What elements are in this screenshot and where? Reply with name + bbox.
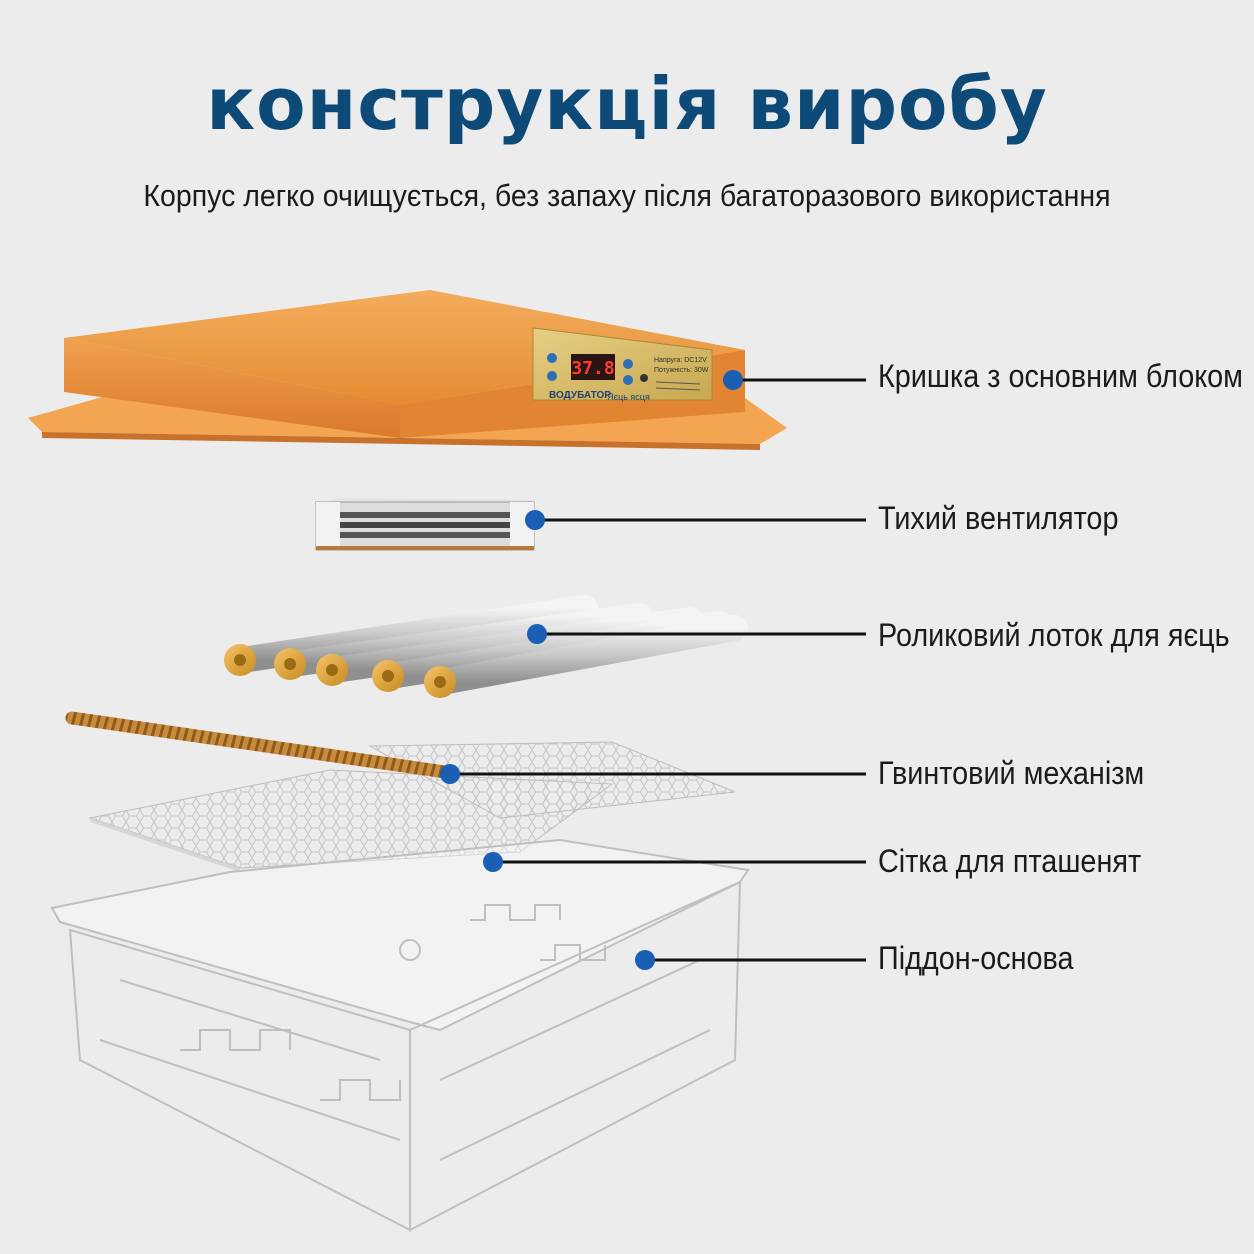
callout-marker-screw <box>440 764 460 784</box>
label-screw: Гвинтовий механізм <box>878 755 1145 791</box>
temperature-display <box>571 354 615 380</box>
callout-marker-base <box>635 950 655 970</box>
label-base: Піддон-основа <box>878 940 1074 976</box>
callout-marker-rollers <box>527 624 547 644</box>
control-panel <box>532 327 713 401</box>
lid-flange-edge <box>42 432 760 450</box>
control-button-icon <box>623 359 633 369</box>
panel-side-text: Яєць ясця <box>607 392 650 402</box>
base-tray-illustration <box>50 838 750 1232</box>
roller <box>424 615 748 698</box>
label-lid: Кришка з основним блоком <box>878 358 1243 394</box>
label-mesh: Сітка для пташенят <box>878 843 1142 879</box>
callout-lines <box>440 370 866 970</box>
panel-spec-line1: Напруга: DC12V <box>654 357 707 364</box>
roller-tray-illustration <box>224 595 748 698</box>
callout-marker-lid <box>723 370 743 390</box>
fan-illustration <box>315 498 535 551</box>
label-rollers: Роликовий лоток для яєць <box>878 617 1230 653</box>
page-subtitle: Корпус легко очищується, без запаху післ… <box>143 178 1111 213</box>
base-right <box>409 880 742 1232</box>
power-port-icon <box>640 374 648 382</box>
temperature-display-value: 37.8 <box>571 358 614 379</box>
callout-marker-fan <box>525 510 545 530</box>
chick-mesh-illustration <box>88 741 736 872</box>
panel-spec-line2: Потужність: 30W <box>654 366 709 374</box>
control-button-icon <box>547 353 557 363</box>
screw-mechanism-illustration <box>65 711 452 779</box>
label-fan: Тихий вентилятор <box>878 500 1119 536</box>
control-button-icon <box>547 371 557 381</box>
panel-brand-text: ВОДУБАТОР <box>549 390 611 401</box>
lid-illustration: 37.8 ВОДУБАТОР Яєць ясця Напруга: DC12V … <box>28 290 787 450</box>
lid-side <box>64 338 400 438</box>
callout-marker-mesh <box>483 852 503 872</box>
control-button-icon <box>623 375 633 385</box>
base-rim <box>50 838 750 1032</box>
page-title: конструкція виробу <box>206 62 1048 146</box>
